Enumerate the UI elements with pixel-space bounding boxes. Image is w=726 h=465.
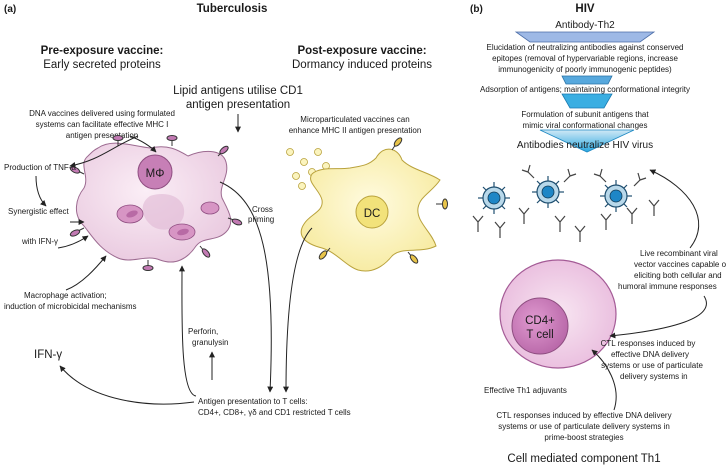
cd4-t-cell: CD4+ T cell [499,259,617,369]
dendritic-cell: DC [300,137,448,272]
macrophage-receptors [69,135,243,271]
ctl2-line-2: systems or use of particulate delivery s… [498,422,670,431]
micro-line-1: Microparticulated vaccines can [300,115,409,124]
lipid-line-1: Lipid antigens utilise CD1 [173,85,303,97]
elucidation-line-2: epitopes (removal of hypervariable regio… [492,54,678,63]
macrophage-cell: MΦ [69,135,243,271]
dc-nucleus [355,195,389,229]
panel-a-letter: (a) [4,4,16,15]
activation-line-2: induction of microbicidal mechanisms [4,302,137,311]
panel-a-arrows [35,135,313,405]
live-line-3: eliciting both cellular and [634,271,722,280]
neutralize-label: Antibodies neutralize HIV virus [517,140,653,151]
cell-label-line-1: CD4+ [525,315,555,327]
panel-b-arrows [591,169,707,411]
ctl1-line-1: CTL responses induced by [601,339,696,348]
ctl2-line-3: prime-boost strategies [544,433,623,442]
formulation-line-1: Formulation of subunit antigens that [521,110,649,119]
cell-label-line-2: T cell [526,329,553,341]
panel-b-letter: (b) [470,4,483,15]
pre-exposure-title: Pre-exposure vaccine: [41,45,164,57]
macrophage-nucleus [137,154,173,190]
live-line-1: Live recombinant viral [640,249,718,258]
elucidation-line-3: immunogenicity of poorly immunogenic pep… [498,65,672,74]
post-exposure-subtitle: Dormancy induced proteins [292,59,432,71]
pre-exposure-subtitle: Early secreted proteins [43,59,161,71]
th1-adjuvants-label: Effective Th1 adjuvants [484,386,567,395]
dc-receptors [318,137,448,264]
elucidation-line-1: Elucidation of neutralizing antibodies a… [486,43,683,52]
antigen-line-1: Antigen presentation to T cells: [198,397,308,406]
ctl1-line-2: effective DNA delivery [611,350,689,359]
macrophage-label: MΦ [146,168,165,180]
synergy-line-2: with IFN-γ [21,237,58,246]
hiv-virus-2 [532,176,564,208]
antigen-line-2: CD4+, CD8+, γδ and CD1 restricted T cell… [198,408,351,417]
dna-line-2: systems can facilitate effective MHC I [36,120,169,129]
antibody-funnel [514,31,656,153]
antibodies [472,164,660,242]
phagosome-3 [200,201,220,215]
cross-priming-line-1: Cross [252,205,273,214]
dna-line-1: DNA vaccines delivered using formulated [29,109,175,118]
panel-b-title: HIV [575,3,595,15]
hiv-virus-1 [478,182,510,214]
ctl1-line-3: systems or use of particulate [601,361,703,370]
perforin-line-1: Perforin, [188,327,218,336]
activation-line-1: Macrophage activation; [24,291,107,300]
ctl1-line-4: delivery systems in [620,372,688,381]
synergy-line-1: Synergistic effect [8,207,70,216]
cell-mediated-label: Cell mediated component Th1 [507,453,660,465]
tnf-label: Production of TNF-α [4,163,76,172]
lipid-line-2: antigen presentation [186,99,290,111]
hiv-virus-3 [600,180,632,212]
live-line-4: humoral immune responses [618,282,717,291]
micro-line-2: enhance MHC II antigen presentation [289,126,422,135]
ctl2-line-1: CTL responses induced by effective DNA d… [496,411,671,420]
panel-a-title: Tuberculosis [197,3,268,15]
hiv-viruses [478,176,632,214]
adsorption-label: Adsorption of antigens; maintaining conf… [480,85,690,94]
formulation-line-2: mimic viral conformational changes [523,121,648,130]
antigen-particles [286,148,330,190]
cross-priming-line-2: priming [248,215,274,224]
funnel-top-label: Antibody-Th2 [555,20,615,31]
post-exposure-title: Post-exposure vaccine: [297,45,426,57]
ifn-gamma-label: IFN-γ [34,349,62,361]
t-cell-nucleus [511,297,569,355]
live-line-2: vector vaccines capable of [634,260,726,269]
dna-line-3: antigen presentation [66,131,139,140]
perforin-line-2: granulysin [192,338,228,347]
dc-label: DC [364,208,381,220]
